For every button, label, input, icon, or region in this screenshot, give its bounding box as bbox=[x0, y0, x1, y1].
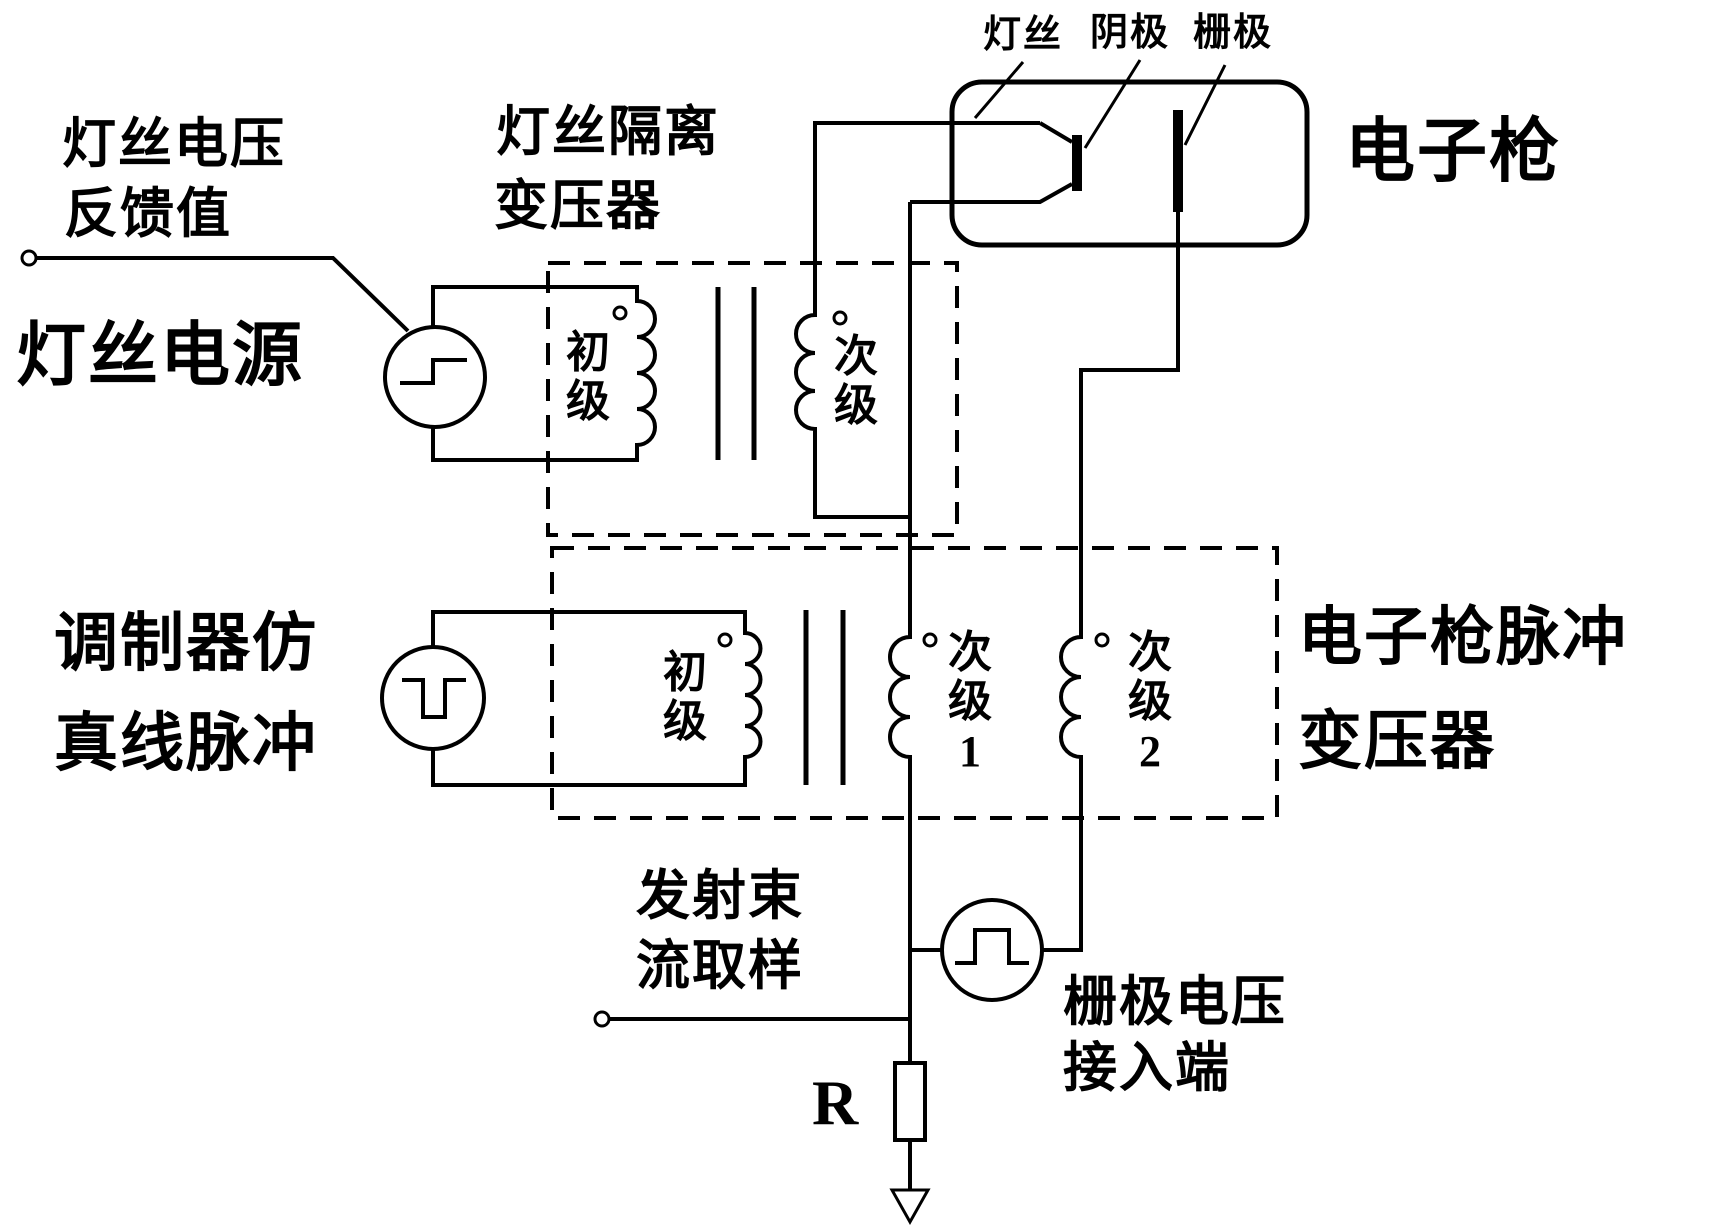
electron-gun-body bbox=[949, 79, 1310, 248]
iso-primary-loop bbox=[431, 285, 657, 462]
iso-core bbox=[715, 287, 757, 460]
grid-pulse-source-icon bbox=[940, 898, 1044, 1002]
label-modulator-line2: 真线脉冲 bbox=[54, 708, 318, 779]
pulse-transformer-dashed-box bbox=[550, 546, 1279, 820]
label-iso-secondary: 次级 bbox=[834, 332, 878, 431]
label-beam-sampling-line2: 流取样 bbox=[636, 936, 804, 996]
label-modulator-line1: 调制器仿 bbox=[54, 608, 318, 679]
label-grid-voltage-line2: 接入端 bbox=[1063, 1038, 1231, 1098]
grid-bar-icon bbox=[1173, 110, 1183, 212]
label-electron-gun: 电子枪 bbox=[1345, 114, 1561, 191]
feedback-terminal-icon bbox=[20, 249, 38, 267]
filament-element-icon bbox=[910, 121, 1074, 204]
modulator-source-icon bbox=[380, 645, 486, 751]
label-feedback-line2: 反馈值 bbox=[64, 184, 232, 244]
label-pulse-primary: 初级 bbox=[663, 648, 707, 747]
label-feedback-line1: 灯丝电压 bbox=[62, 114, 286, 174]
polarity-dots bbox=[612, 305, 1110, 648]
label-isolation-transformer-line2: 变压器 bbox=[494, 176, 662, 236]
iso-transformer-dashed-box bbox=[546, 261, 959, 537]
label-filament-supply: 灯丝电源 bbox=[16, 318, 304, 395]
secondary1-main-line bbox=[888, 202, 912, 1063]
label-iso-primary: 初级 bbox=[566, 328, 610, 427]
filament-source-waveform-icon bbox=[400, 358, 467, 385]
label-beam-sampling-line1: 发射束 bbox=[636, 866, 804, 926]
electrode-leader-lines bbox=[973, 59, 1227, 149]
pulse-core bbox=[803, 610, 846, 785]
sampling-terminal-icon bbox=[593, 1010, 611, 1028]
label-electrode-cathode: 阴极 bbox=[1090, 12, 1171, 54]
grid-pulse-waveform-icon bbox=[955, 928, 1029, 965]
iso-secondary-loop bbox=[794, 121, 1040, 519]
label-isolation-transformer-line1: 灯丝隔离 bbox=[496, 102, 720, 162]
label-pulse-transformer-line2: 变压器 bbox=[1298, 706, 1496, 777]
secondary2-grid-line bbox=[1042, 212, 1180, 952]
modulator-waveform-icon bbox=[402, 678, 466, 719]
label-electrode-filament: 灯丝 bbox=[983, 14, 1064, 56]
label-resistor-r: R bbox=[812, 1067, 859, 1138]
cathode-bar-icon bbox=[1072, 135, 1082, 191]
resistor-symbol bbox=[893, 1061, 927, 1142]
label-grid-voltage-line1: 栅极电压 bbox=[1063, 972, 1287, 1032]
feedback-wire bbox=[36, 256, 410, 333]
label-electrode-grid: 栅极 bbox=[1193, 12, 1274, 54]
label-pulse-secondary2: 次级2 bbox=[1128, 628, 1172, 776]
pulse-primary-loop bbox=[431, 610, 763, 787]
label-pulse-transformer-line1: 电子枪脉冲 bbox=[1298, 602, 1628, 673]
ground-arrow-icon bbox=[889, 1188, 931, 1226]
label-pulse-secondary1: 次级1 bbox=[948, 628, 992, 776]
